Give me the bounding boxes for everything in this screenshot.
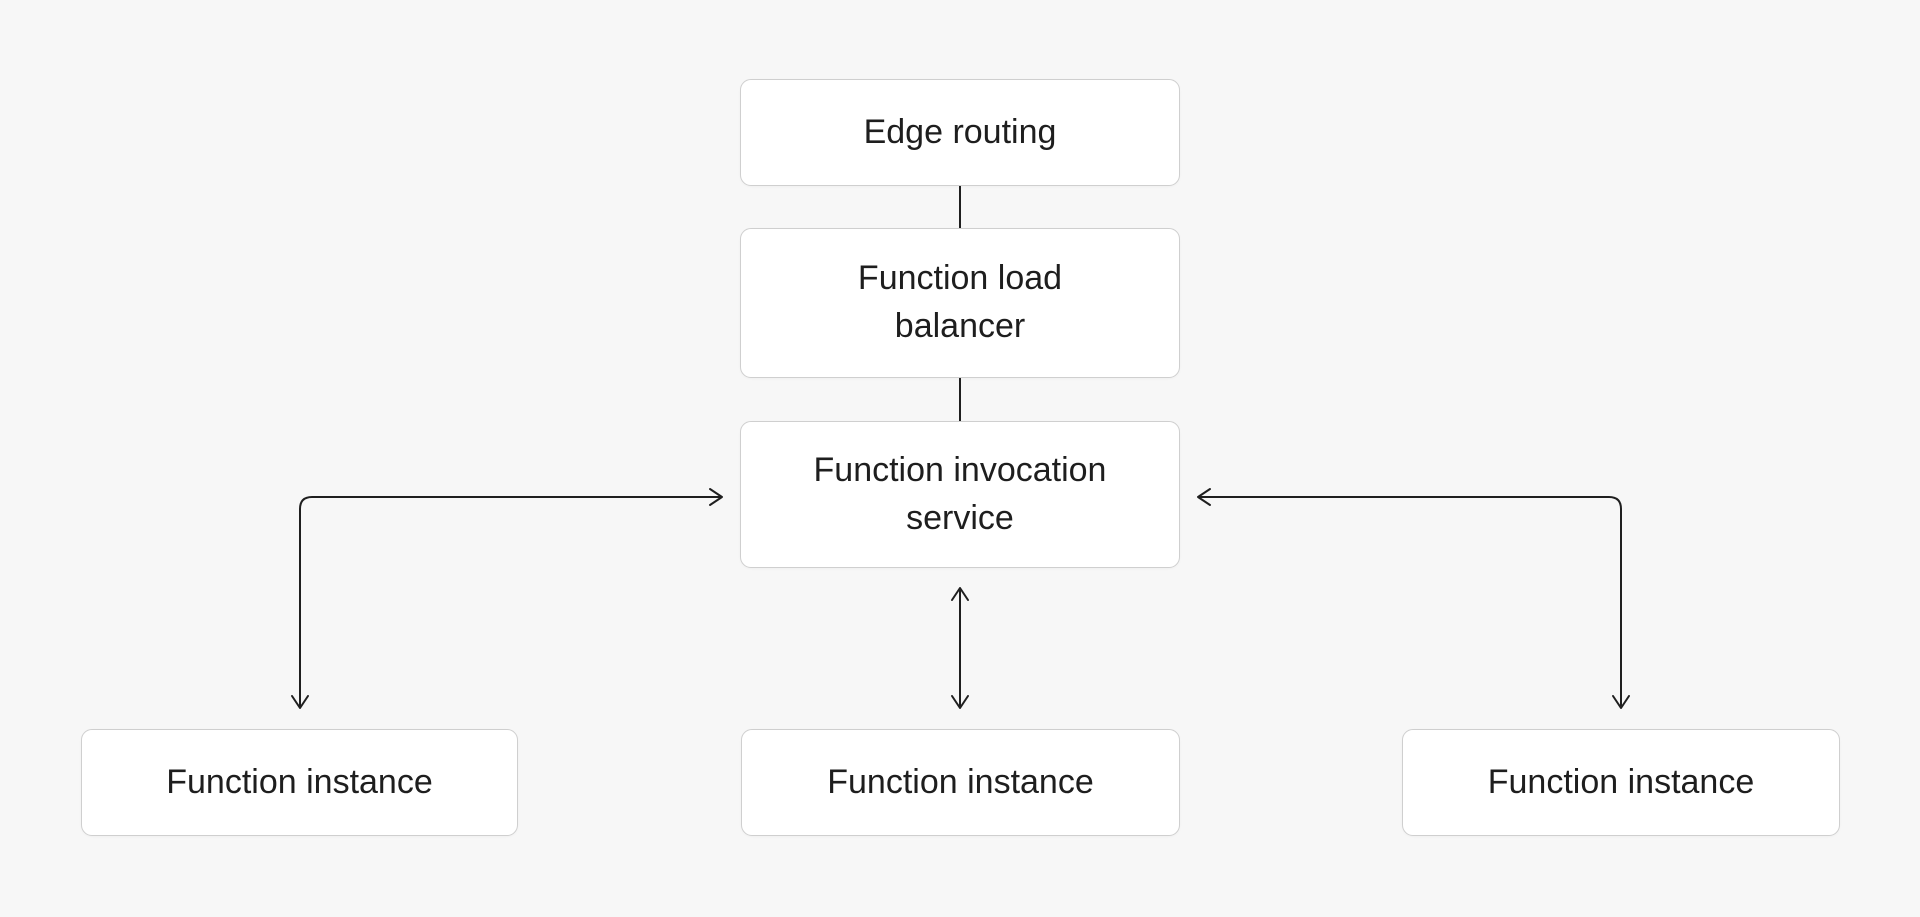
node-edge-routing-label: Edge routing [863, 112, 1057, 151]
connector-invocation-service-to-instance-left [291, 488, 723, 709]
node-function-invocation-service: Function invocation service [740, 421, 1180, 568]
arrowhead-right-icon [709, 488, 723, 506]
node-function-instance-middle-label: Function instance [827, 762, 1094, 801]
connector-invocation-service-to-instance-middle [951, 587, 969, 709]
node-edge-routing: Edge routing [740, 79, 1180, 186]
node-function-instance-middle: Function instance [741, 729, 1180, 836]
arrowhead-left-icon [1197, 488, 1211, 506]
node-function-instance-right: Function instance [1402, 729, 1840, 836]
arrowhead-down-icon [1612, 695, 1630, 709]
node-function-load-balancer-label: Function load balancer [857, 259, 1063, 345]
node-function-load-balancer: Function load balancer [740, 228, 1180, 378]
arrowhead-down-icon [951, 695, 969, 709]
arrowhead-down-icon [291, 695, 309, 709]
node-function-instance-left-label: Function instance [166, 762, 433, 801]
arrowhead-up-icon [951, 587, 969, 601]
node-function-instance-left: Function instance [81, 729, 518, 836]
node-function-instance-right-label: Function instance [1487, 762, 1755, 801]
connector-invocation-service-to-instance-right [1197, 488, 1630, 709]
node-function-invocation-service-label: Function invocation service [813, 450, 1107, 537]
